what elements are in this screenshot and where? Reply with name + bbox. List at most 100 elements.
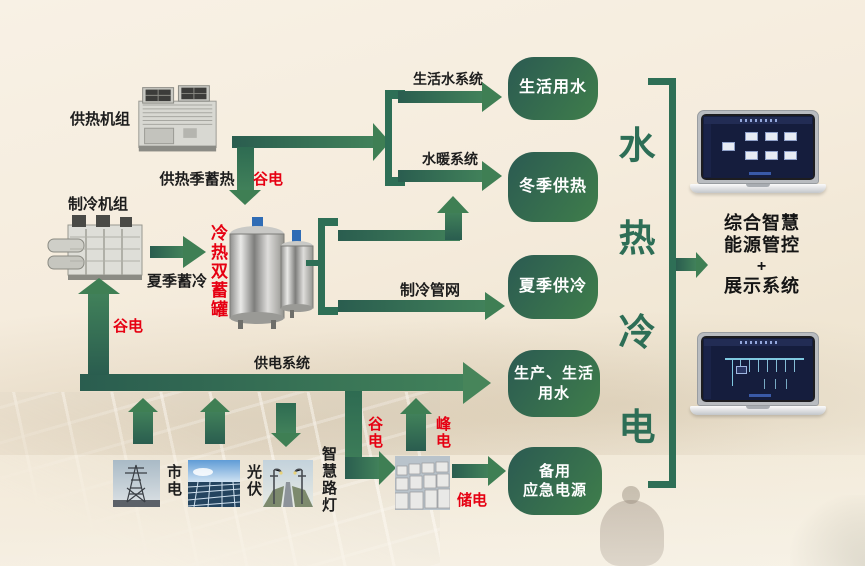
grid-power-up-bar	[133, 411, 153, 444]
tank-output-bracket	[318, 218, 338, 315]
output-box-label: 夏季供冷	[518, 277, 587, 295]
grid-power-label: 市电	[165, 464, 182, 498]
screen-menu-dots	[740, 119, 778, 122]
street-light-image	[263, 460, 313, 512]
screen-feeder-ticks	[740, 359, 804, 373]
collector-arrow-bar	[676, 258, 696, 271]
power-tower-image	[113, 460, 160, 512]
laptop-screen-electrical-diagram	[703, 338, 813, 400]
valley-riser-arrowhead	[78, 278, 120, 294]
smart-streetlight-label: 智慧路灯	[320, 446, 337, 514]
banner-char-heat: 热	[618, 218, 656, 259]
title-line: 能源管控	[724, 234, 800, 255]
screen-feeder-ticks	[763, 378, 794, 389]
grid-power-up-arrowhead	[128, 398, 158, 412]
battery-storage-image	[394, 456, 451, 515]
summer-storage-arrowhead	[183, 236, 206, 268]
title-plus: +	[756, 257, 768, 275]
valley-branch-bar	[237, 147, 254, 191]
valley-riser-bar	[88, 293, 109, 375]
pv-up-arrowhead	[200, 398, 230, 412]
valley-store-arrowhead	[379, 451, 396, 485]
tank-to-hvac-arrowhead	[437, 196, 469, 213]
cooling-network-label: 制冷管网	[399, 282, 461, 299]
collector-arrowhead	[696, 252, 708, 278]
valley-store-label: 谷电	[366, 416, 383, 450]
heating-storage-label: 供热季蓄热	[159, 171, 235, 188]
heat-distribution-bracket	[385, 90, 405, 186]
laptop-lid	[697, 110, 819, 184]
laptop-lid	[697, 332, 819, 406]
person-silhouette	[600, 500, 664, 566]
laptop-base	[690, 406, 826, 415]
title-line: 综合智慧	[724, 213, 800, 233]
peak-power-up-bar	[406, 414, 426, 451]
laptop-base	[690, 184, 826, 193]
screen-node	[764, 132, 778, 142]
banner-char-electric: 电	[618, 407, 656, 448]
screen-footer	[749, 172, 772, 175]
heating-flow-bar	[232, 136, 373, 148]
screen-menu-dots	[740, 341, 778, 344]
laptop-screen-flow-diagram	[703, 116, 813, 178]
hvac-system-label: 水暖系统	[422, 151, 478, 167]
screen-node	[744, 132, 758, 142]
banner-char-water: 水	[618, 125, 656, 166]
power-main-bar	[80, 374, 463, 391]
cooling-unit-image	[46, 213, 150, 292]
pv-label: 光伏	[245, 464, 262, 498]
screen-footer	[749, 394, 772, 397]
valley-power-top-label: 谷电	[252, 171, 284, 188]
collector-bracket	[648, 78, 676, 488]
heating-unit-label: 供热机组	[69, 111, 131, 128]
valley-branch-arrowhead	[229, 190, 261, 205]
domestic-water-system-label: 生活水系统	[413, 71, 483, 87]
screen-sidebar	[704, 124, 711, 177]
screen-node	[784, 132, 798, 142]
hvac-bar	[398, 170, 482, 182]
output-box-label: 用水	[537, 384, 570, 402]
cooling-network-bar	[338, 300, 485, 312]
screen-node	[764, 150, 778, 160]
pv-up-bar	[205, 411, 225, 444]
summer-storage-label: 夏季蓄冷	[146, 273, 208, 290]
valley-power-left-label: 谷电	[112, 318, 144, 335]
streetlight-down-arrowhead	[271, 433, 301, 447]
screen-node	[721, 142, 735, 152]
cooling-network-arrowhead	[485, 292, 505, 320]
tank-bracket-connector	[306, 260, 320, 266]
domestic-water-bar	[398, 91, 482, 103]
summer-storage-bar	[150, 246, 183, 258]
output-box-label: 应急电源	[522, 482, 587, 499]
output-box-summer-cooling: 夏季供冷	[508, 255, 598, 319]
solar-panel-image	[187, 460, 241, 512]
power-system-label: 供电系统	[254, 355, 310, 371]
screen-node	[744, 150, 758, 160]
output-box-label: 备用	[538, 462, 571, 480]
output-box-domestic-water: 生活用水	[508, 57, 598, 120]
peak-power-up-arrowhead	[400, 398, 432, 414]
output-box-label: 生产、生活	[513, 365, 594, 382]
laptop-bottom-image	[690, 332, 826, 415]
domestic-water-arrowhead	[482, 82, 502, 112]
output-box-backup-power: 备用 应急电源	[508, 447, 602, 515]
output-box-label: 生活用水	[518, 79, 587, 97]
person-silhouette	[622, 486, 640, 504]
power-main-arrowhead	[463, 362, 491, 404]
tank-to-hvac-bar	[338, 230, 460, 241]
screen-bus-line	[725, 357, 805, 360]
tank-to-hvac-riser	[445, 212, 462, 240]
screen-node	[784, 150, 798, 160]
stored-power-bar	[452, 464, 488, 478]
laptop-top-image	[690, 110, 826, 193]
screen-vertical-line	[731, 357, 733, 387]
laptop-bezel	[701, 336, 815, 402]
storage-tank-image	[228, 216, 314, 335]
output-box-production-water: 生产、生活 用水	[508, 350, 600, 417]
cooling-unit-label: 制冷机组	[67, 196, 129, 213]
screen-node	[736, 365, 747, 374]
output-box-label: 冬季供热	[518, 177, 587, 195]
control-system-title: 综合智慧 能源管控 + 展示系统	[710, 213, 814, 298]
stored-power-label: 储电	[456, 492, 488, 509]
